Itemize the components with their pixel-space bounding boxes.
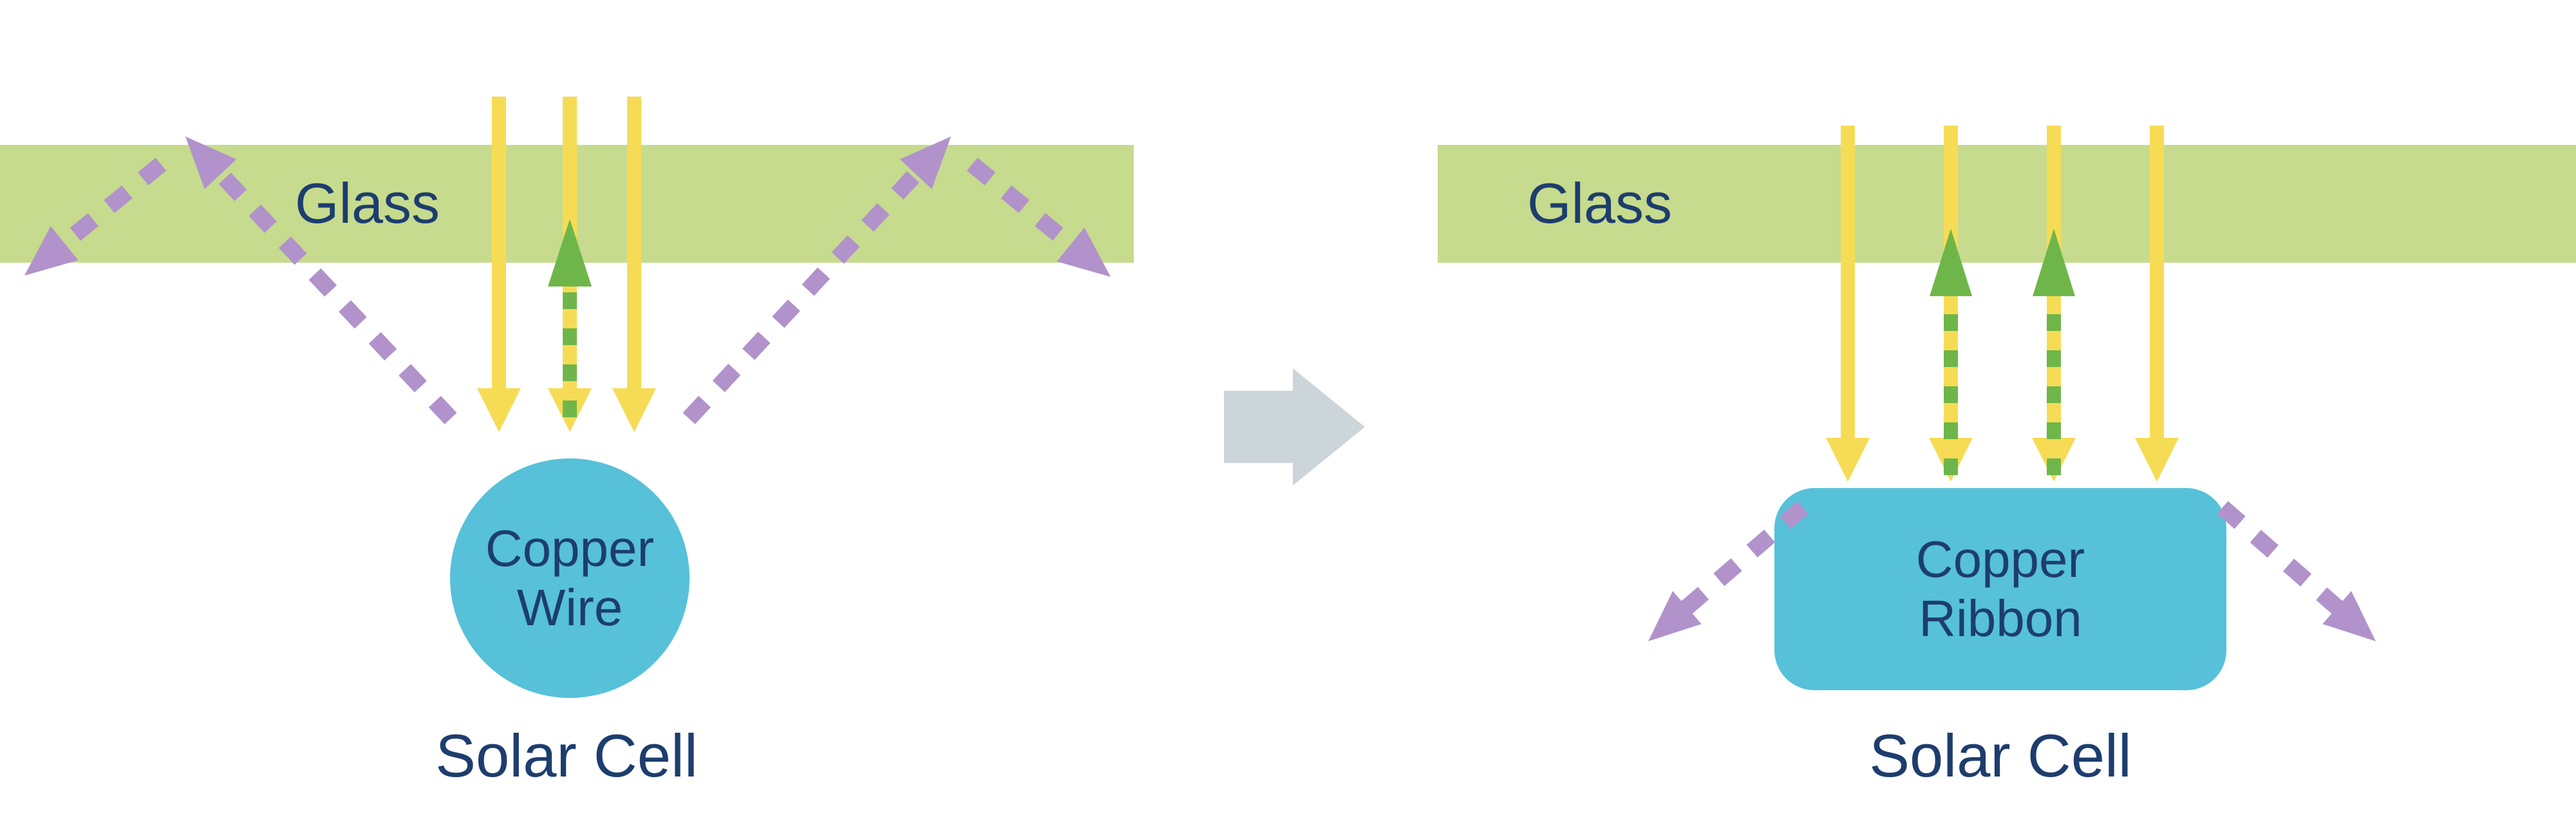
copper-ribbon-label-line1: Copper: [1915, 531, 2085, 588]
incident-light-arrow: [612, 97, 656, 432]
transition-arrow-icon: [1224, 368, 1365, 485]
reflected-light-arrow: [1930, 229, 1972, 475]
solar-cell-label: Solar Cell: [435, 722, 698, 789]
glass-label: Glass: [1527, 171, 1672, 235]
copper-wire-label-line2: Wire: [516, 579, 623, 636]
reflected-light-arrow: [2033, 229, 2075, 475]
ribbon-diagram: [1438, 126, 2576, 690]
glass-bar-right: [1438, 145, 2576, 263]
glass-label: Glass: [295, 171, 440, 235]
incident-light-arrow: [477, 97, 521, 432]
copper-ribbon-label-line2: Ribbon: [1919, 590, 2082, 647]
solar-cell-label: Solar Cell: [1869, 722, 2132, 789]
scattered-light-arrow: [2217, 501, 2376, 641]
scattered-light-arrow: [1648, 501, 1809, 641]
copper-wire-label-line1: Copper: [485, 520, 655, 577]
copper-ribbon-label: Copper Ribbon: [1839, 530, 2161, 648]
scattered-light-arrow: [185, 136, 457, 424]
reflected-light-arrow: [548, 219, 592, 417]
copper-ribbon-rect: [1774, 488, 2226, 690]
scattered-light-arrow: [24, 157, 167, 276]
scattered-light-arrow: [682, 136, 951, 424]
copper-wire-circle: [450, 458, 690, 698]
incident-light-arrow: [1826, 126, 1870, 482]
copper-wire-label: Copper Wire: [409, 519, 731, 637]
incident-light-arrow: [2135, 126, 2179, 482]
scattered-light-arrow: [966, 157, 1111, 277]
wire-diagram: [0, 97, 1134, 698]
